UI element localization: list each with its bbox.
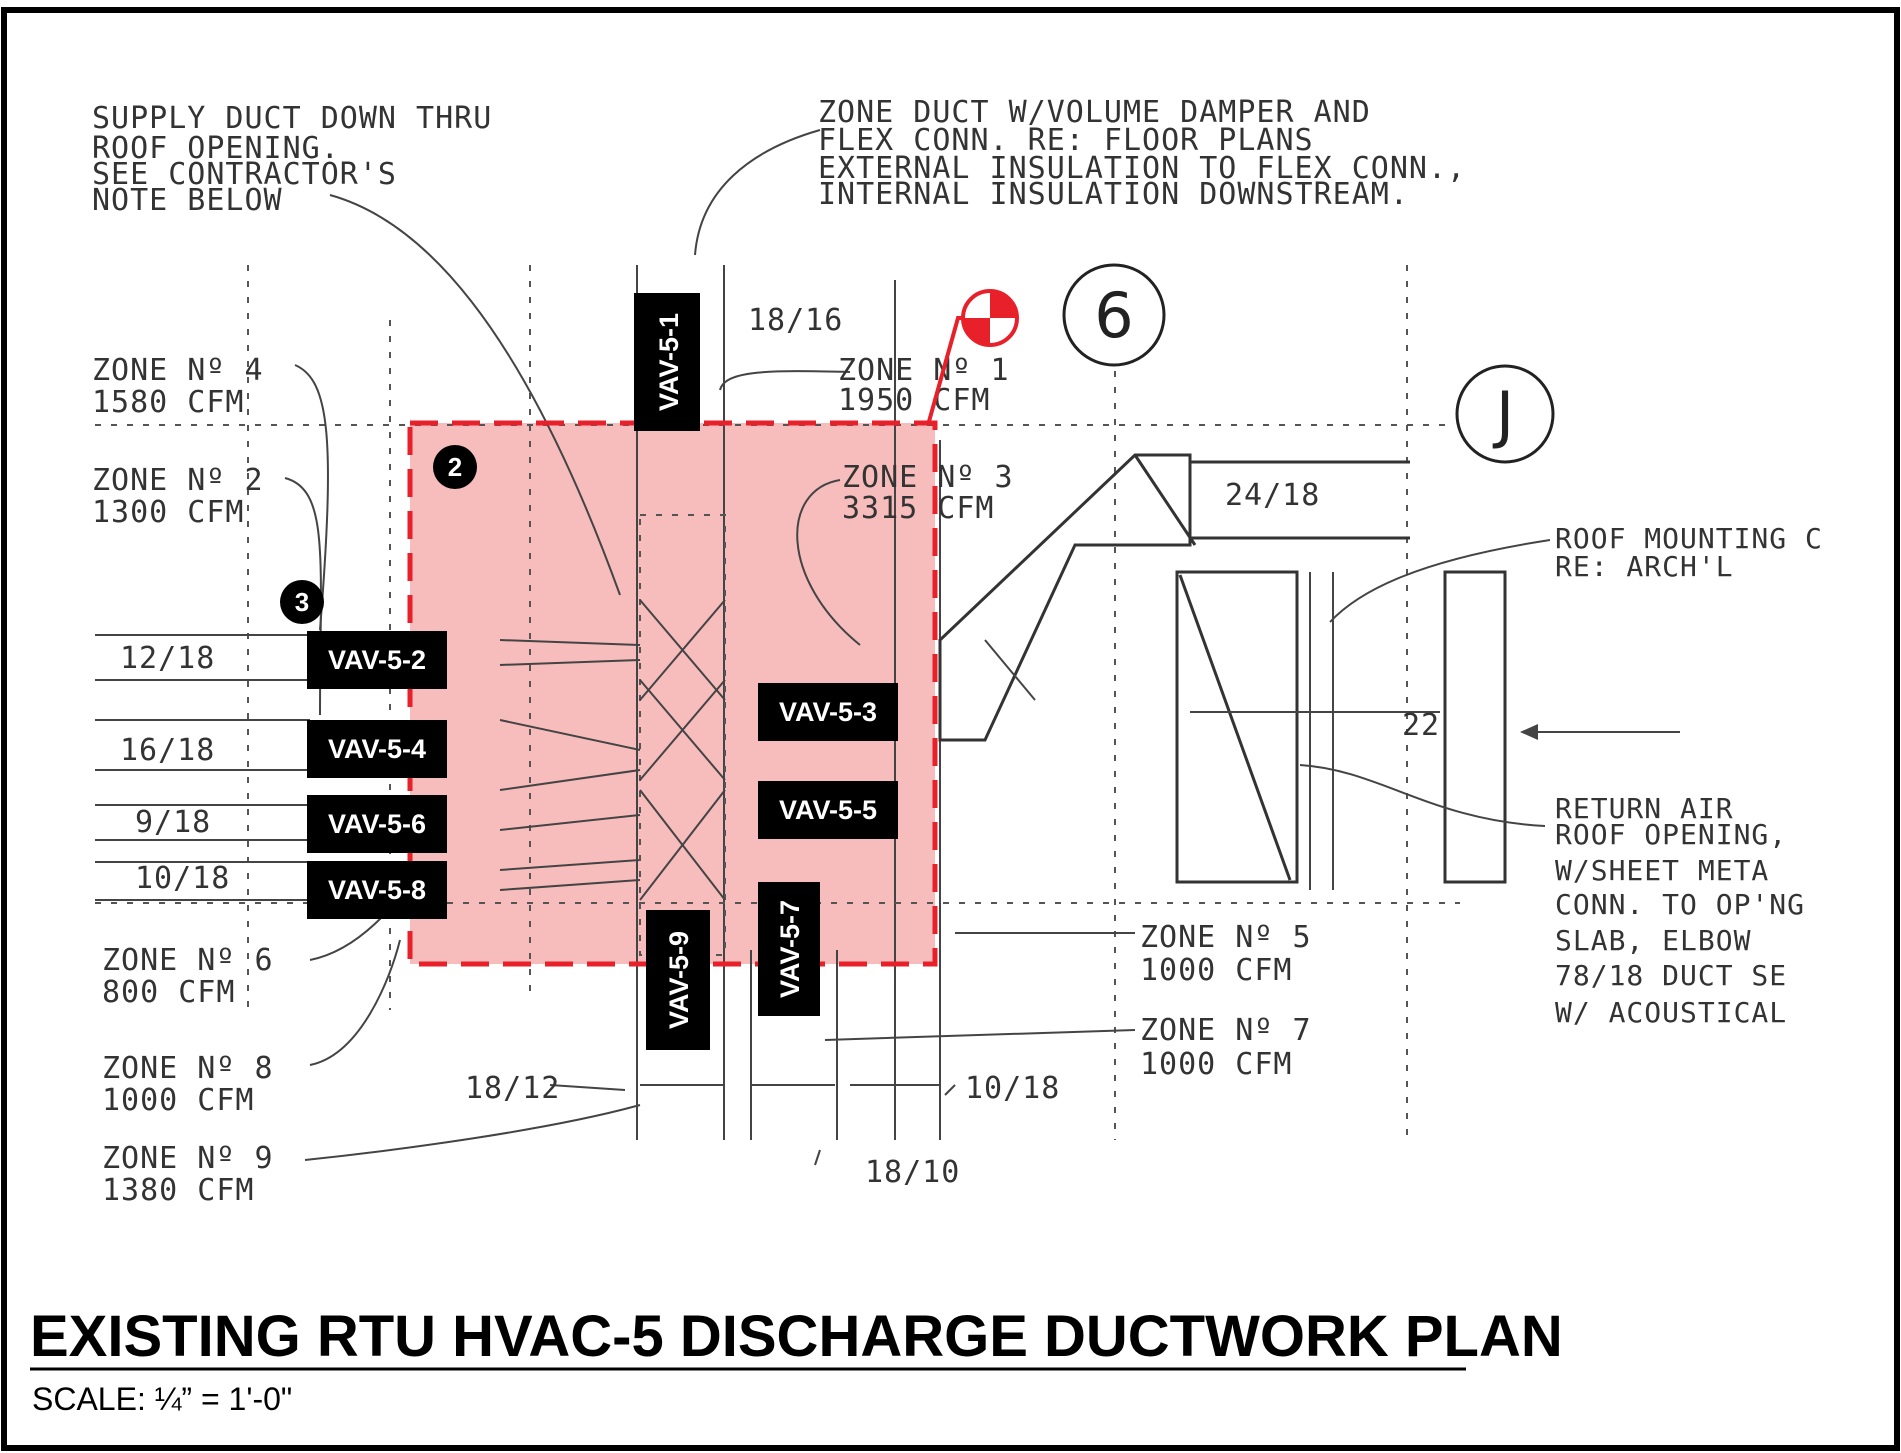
svg-text:ZONE Nº 2: ZONE Nº 2 (92, 463, 264, 498)
svg-text:12/18: 12/18 (120, 641, 215, 676)
svg-text:ZONE Nº 6: ZONE Nº 6 (102, 943, 274, 978)
svg-text:VAV-5-9: VAV-5-9 (664, 931, 694, 1029)
svg-text:RE: ARCH'L: RE: ARCH'L (1555, 550, 1734, 583)
svg-text:24/18: 24/18 (1225, 478, 1320, 513)
zone-1-label: ZONE Nº 1 1950 CFM (838, 353, 1010, 418)
svg-text:10/18: 10/18 (965, 1071, 1060, 1106)
svg-text:CONN. TO OP'NG: CONN. TO OP'NG (1555, 888, 1805, 921)
svg-text:VAV-5-1: VAV-5-1 (654, 313, 684, 411)
vav-tag-5-6[interactable]: VAV-5-6 (307, 795, 447, 853)
zone-5-label: ZONE Nº 5 1000 CFM (1140, 920, 1312, 988)
svg-text:ZONE DUCT W/VOLUME DAMPER AND: ZONE DUCT W/VOLUME DAMPER AND (818, 95, 1371, 130)
svg-text:22: 22 (1402, 708, 1440, 743)
svg-text:W/ ACOUSTICAL: W/ ACOUSTICAL (1555, 996, 1787, 1029)
svg-text:INTERNAL INSULATION DOWNSTREAM: INTERNAL INSULATION DOWNSTREAM. (818, 177, 1409, 212)
svg-text:2: 2 (448, 452, 462, 482)
svg-text:VAV-5-2: VAV-5-2 (328, 645, 426, 675)
svg-text:VAV-5-5: VAV-5-5 (779, 795, 877, 825)
callout-2: 2 (433, 445, 477, 489)
svg-text:1300 CFM: 1300 CFM (92, 495, 245, 530)
zone-3-label: ZONE Nº 3 3315 CFM (842, 460, 1014, 526)
callout-3: 3 (280, 580, 324, 624)
svg-text:J: J (1492, 378, 1514, 451)
zone-6-label: ZONE Nº 6 800 CFM (102, 943, 274, 1010)
vav-tag-5-9[interactable]: VAV-5-9 (646, 910, 710, 1050)
vav-tag-5-4[interactable]: VAV-5-4 (307, 720, 447, 778)
zone-2-label: ZONE Nº 2 1300 CFM (92, 463, 264, 530)
svg-text:ZONE Nº 5: ZONE Nº 5 (1140, 920, 1312, 955)
svg-text:VAV-5-3: VAV-5-3 (779, 697, 877, 727)
vav-tag-5-8[interactable]: VAV-5-8 (307, 861, 447, 919)
vav-tag-5-1[interactable]: VAV-5-1 (634, 293, 700, 431)
svg-text:1000 CFM: 1000 CFM (102, 1083, 255, 1118)
svg-text:1580 CFM: 1580 CFM (92, 385, 245, 420)
svg-text:18/12: 18/12 (465, 1071, 560, 1106)
svg-text:78/18 DUCT SE: 78/18 DUCT SE (1555, 959, 1787, 992)
svg-text:1950 CFM: 1950 CFM (838, 383, 991, 418)
zone-7-label: ZONE Nº 7 1000 CFM (1140, 1013, 1312, 1082)
svg-text:16/18: 16/18 (120, 733, 215, 768)
svg-text:ZONE Nº 1: ZONE Nº 1 (838, 353, 1010, 388)
svg-text:ROOF OPENING.: ROOF OPENING. (92, 131, 340, 166)
svg-text:VAV-5-4: VAV-5-4 (328, 734, 426, 764)
sheet-border (1, 7, 1900, 1451)
svg-text:VAV-5-6: VAV-5-6 (328, 809, 426, 839)
zone-duct-note: ZONE DUCT W/VOLUME DAMPER AND FLEX CONN.… (818, 95, 1466, 212)
plan-scale: SCALE: ¼” = 1'-0" (32, 1381, 292, 1417)
return-air-note: RETURN AIR ROOF OPENING, W/SHEET META CO… (1555, 792, 1805, 1029)
svg-text:3: 3 (295, 587, 309, 617)
svg-text:NOTE BELOW: NOTE BELOW (92, 183, 283, 218)
grid-bubble-6: 6 (1062, 263, 1166, 367)
svg-text:18/16: 18/16 (748, 303, 843, 338)
svg-text:3315 CFM: 3315 CFM (842, 491, 995, 526)
zone-8-label: ZONE Nº 8 1000 CFM (102, 1051, 274, 1118)
svg-text:ZONE Nº 8: ZONE Nº 8 (102, 1051, 274, 1086)
svg-text:ZONE Nº 7: ZONE Nº 7 (1140, 1013, 1312, 1048)
svg-text:SEE CONTRACTOR'S: SEE CONTRACTOR'S (92, 157, 397, 192)
svg-text:ROOF MOUNTING C: ROOF MOUNTING C (1555, 522, 1823, 555)
svg-text:800 CFM: 800 CFM (102, 975, 235, 1010)
svg-text:6: 6 (1094, 279, 1133, 352)
svg-text:18/10: 18/10 (865, 1155, 960, 1190)
svg-text:VAV-5-8: VAV-5-8 (328, 875, 426, 905)
section-marker-icon (961, 289, 1019, 347)
vav-tag-5-7[interactable]: VAV-5-7 (758, 882, 820, 1016)
svg-text:EXTERNAL INSULATION TO FLEX CO: EXTERNAL INSULATION TO FLEX CONN., (818, 151, 1466, 186)
svg-text:ZONE Nº 9: ZONE Nº 9 (102, 1141, 274, 1176)
svg-text:ZONE Nº 4: ZONE Nº 4 (92, 353, 264, 388)
svg-text:SUPPLY DUCT DOWN THRU: SUPPLY DUCT DOWN THRU (92, 101, 492, 136)
vav-tag-5-2[interactable]: VAV-5-2 (307, 631, 447, 689)
svg-text:1000 CFM: 1000 CFM (1140, 1047, 1293, 1082)
roof-mounting-note: ROOF MOUNTING C RE: ARCH'L (1555, 522, 1823, 583)
svg-text:9/18: 9/18 (135, 805, 211, 840)
svg-text:SLAB, ELBOW: SLAB, ELBOW (1555, 924, 1751, 957)
grid-bubble-j: J (1455, 364, 1555, 464)
zone-4-label: ZONE Nº 4 1580 CFM (92, 353, 264, 420)
svg-text:10/18: 10/18 (135, 861, 230, 896)
svg-text:FLEX CONN. RE: FLOOR PLANS: FLEX CONN. RE: FLOOR PLANS (818, 123, 1314, 158)
vav-tag-5-3[interactable]: VAV-5-3 (758, 683, 898, 741)
svg-text:VAV-5-7: VAV-5-7 (775, 900, 805, 998)
zone-9-label: ZONE Nº 9 1380 CFM (102, 1141, 274, 1208)
duct-size-labels: 18/16 12/18 16/18 9/18 10/18 24/18 18/12… (120, 303, 1440, 1190)
plan-title: EXISTING RTU HVAC-5 DISCHARGE DUCTWORK P… (30, 1304, 1563, 1369)
background-linework (95, 265, 1680, 1140)
svg-text:RETURN AIR: RETURN AIR (1555, 792, 1734, 825)
supply-duct-note: SUPPLY DUCT DOWN THRU ROOF OPENING. SEE … (92, 101, 492, 218)
svg-text:1000 CFM: 1000 CFM (1140, 953, 1293, 988)
vav-tag-5-5[interactable]: VAV-5-5 (758, 781, 898, 839)
svg-text:ROOF OPENING,: ROOF OPENING, (1555, 818, 1787, 851)
svg-text:W/SHEET META: W/SHEET META (1555, 854, 1769, 887)
svg-text:ZONE Nº 3: ZONE Nº 3 (842, 460, 1014, 495)
svg-text:1380 CFM: 1380 CFM (102, 1173, 255, 1208)
